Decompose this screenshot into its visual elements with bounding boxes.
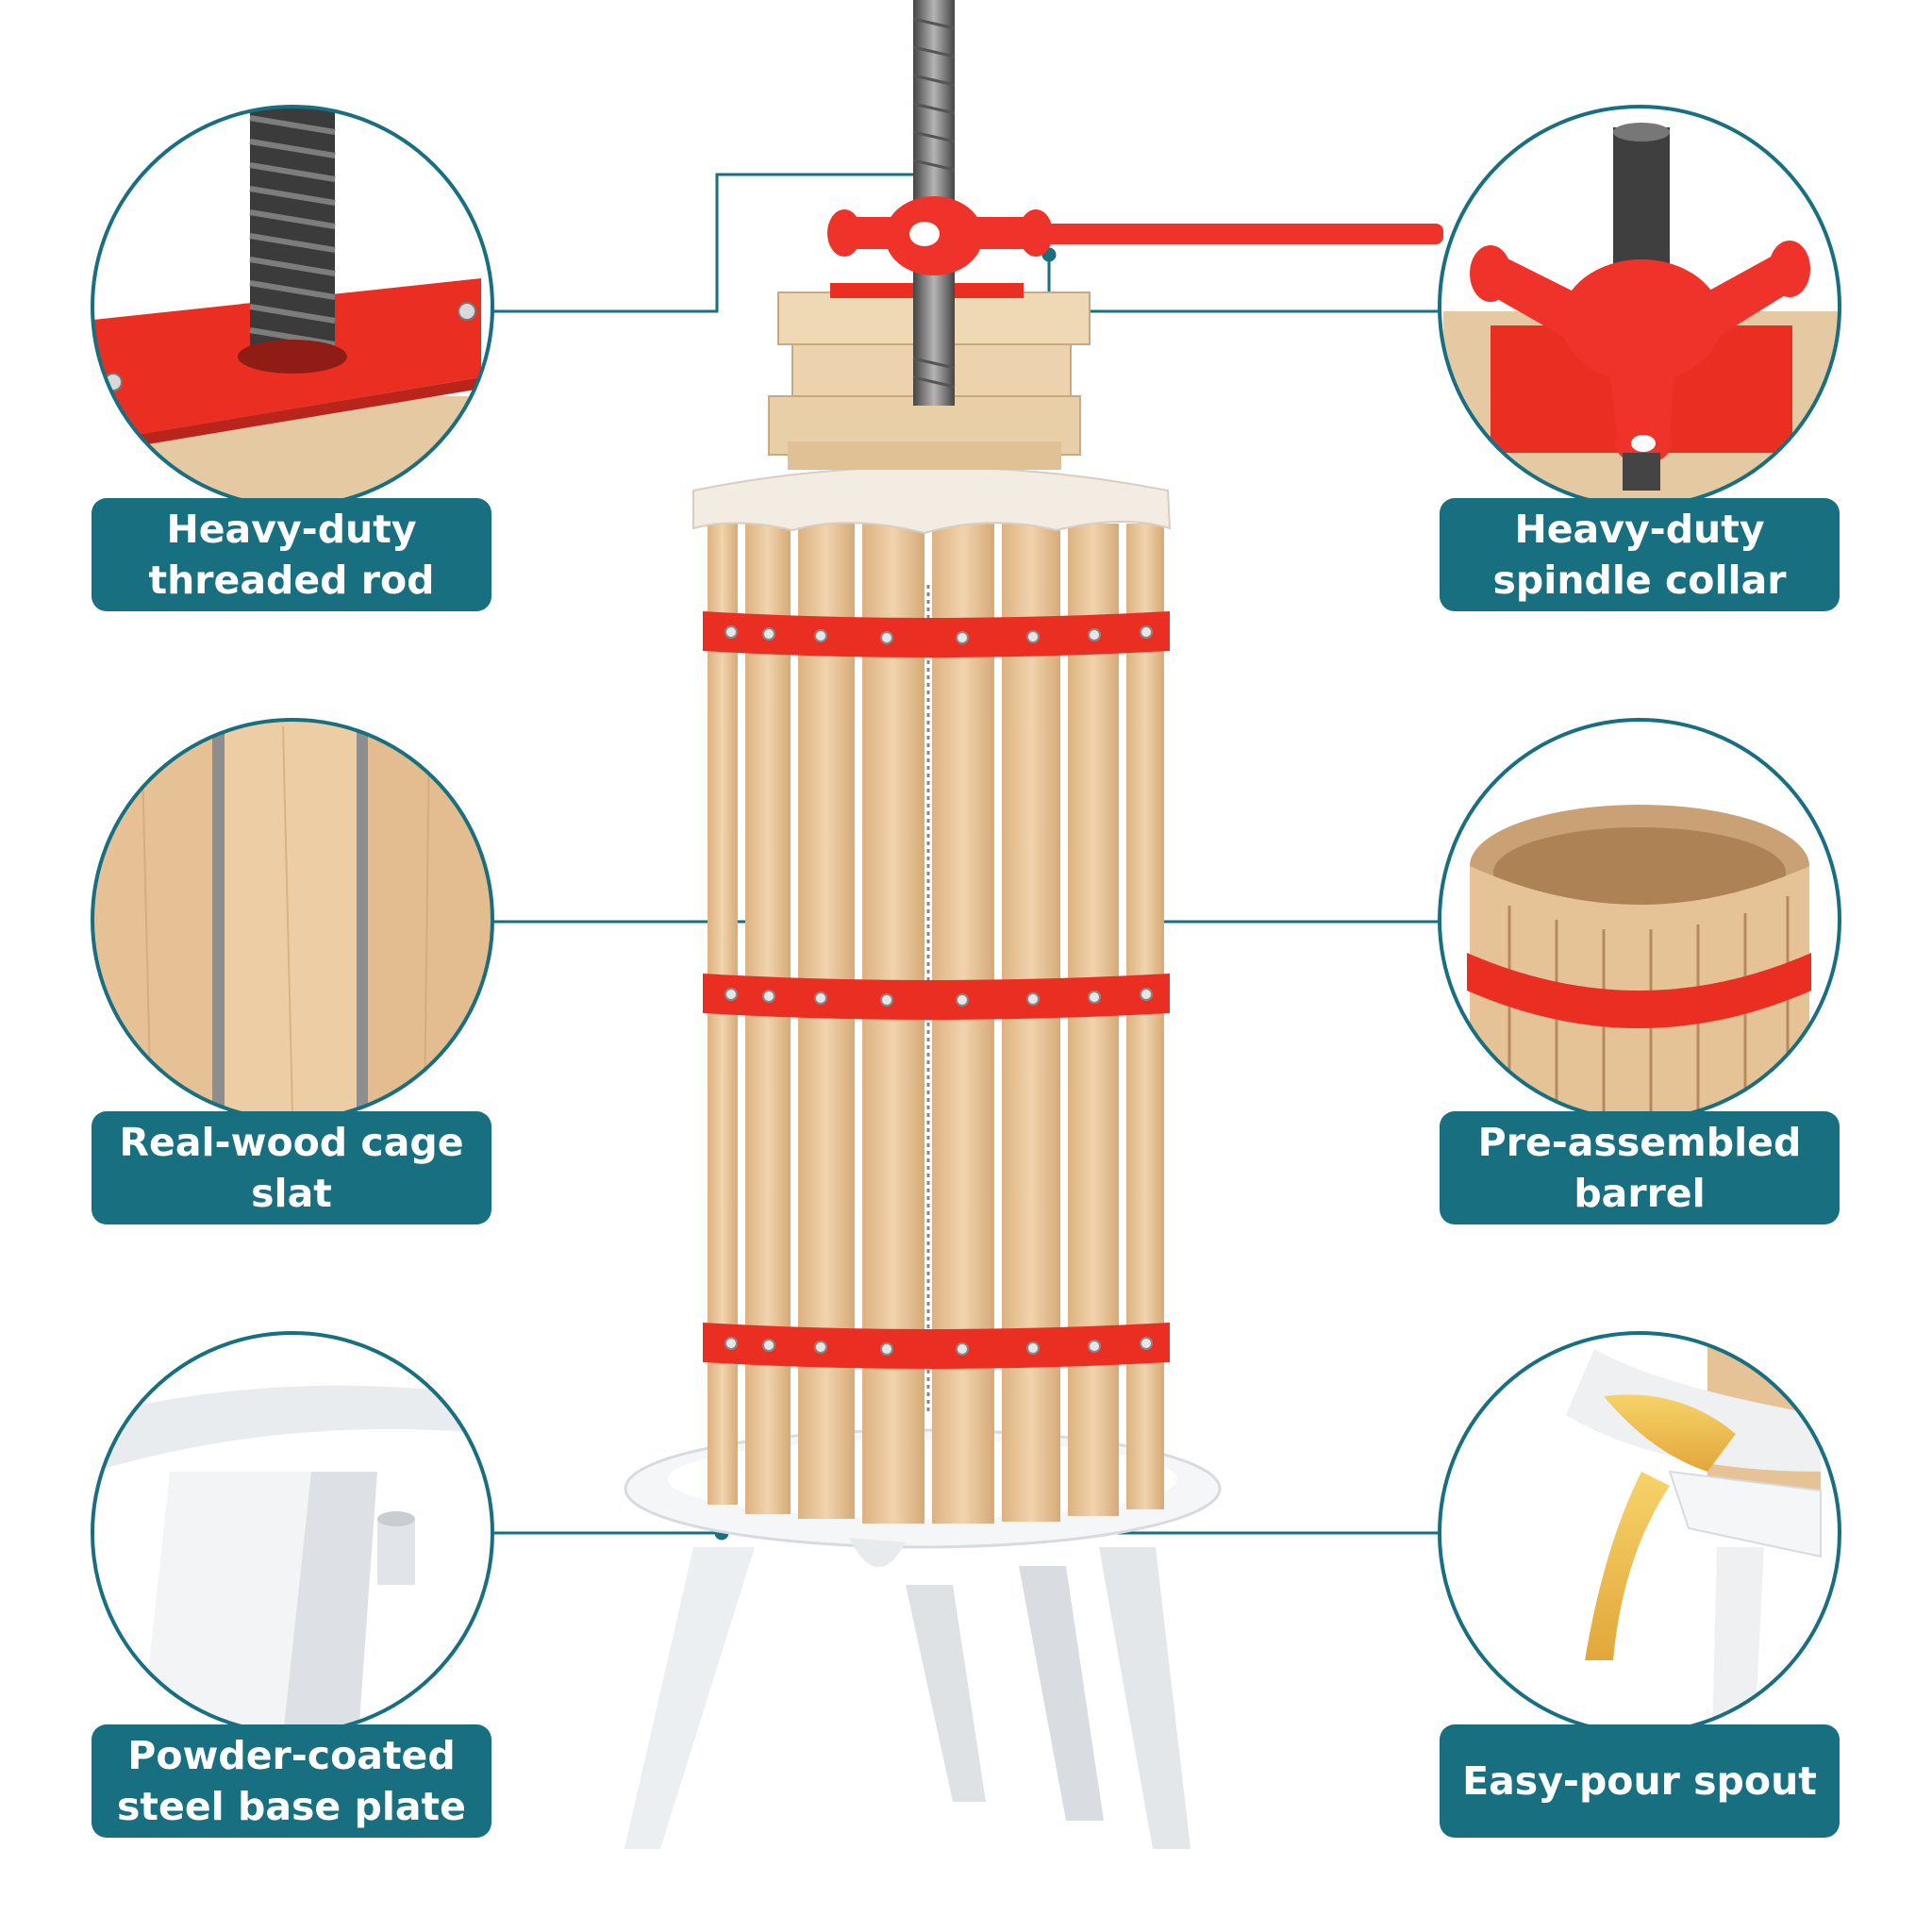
barrel-detail <box>1438 718 1841 1122</box>
press-spindle-handle <box>827 196 1443 275</box>
label-text: Heavy-duty spindle collar <box>1492 507 1787 603</box>
connector-threaded-rod <box>492 173 934 313</box>
label-text: Heavy-duty threaded rod <box>148 507 435 603</box>
label-text: Real-wood cage slat <box>119 1120 464 1216</box>
label-text: Easy-pour spout <box>1462 1758 1817 1804</box>
barrel-bands <box>703 611 1170 1369</box>
rod-threads <box>912 17 956 389</box>
label-cage-slat: Real-wood cage slat <box>92 1111 491 1224</box>
connector-spindle-collar <box>1047 255 1440 313</box>
label-base-plate: Powder-coated steel base plate <box>92 1724 491 1838</box>
base-plate-detail <box>91 1331 494 1735</box>
spindle-collar-detail <box>1438 105 1841 508</box>
label-spindle-collar: Heavy-duty spindle collar <box>1440 498 1840 611</box>
barrel-slats <box>708 524 1164 1524</box>
label-spout: Easy-pour spout <box>1440 1724 1840 1838</box>
threaded-rod-detail <box>91 105 494 508</box>
wood-slat-detail <box>91 718 494 1122</box>
mesh-bag <box>692 466 1172 535</box>
band-rivets <box>724 625 1153 1356</box>
connector-dot <box>1041 247 1057 262</box>
label-barrel: Pre-assembled barrel <box>1440 1111 1840 1224</box>
fruit-press-illustration <box>624 0 1443 1849</box>
pour-spout-detail <box>1438 1331 1841 1735</box>
label-threaded-rod: Heavy-duty threaded rod <box>92 498 491 611</box>
label-text: Powder-coated steel base plate <box>117 1733 466 1829</box>
label-text: Pre-assembled barrel <box>1477 1120 1802 1216</box>
